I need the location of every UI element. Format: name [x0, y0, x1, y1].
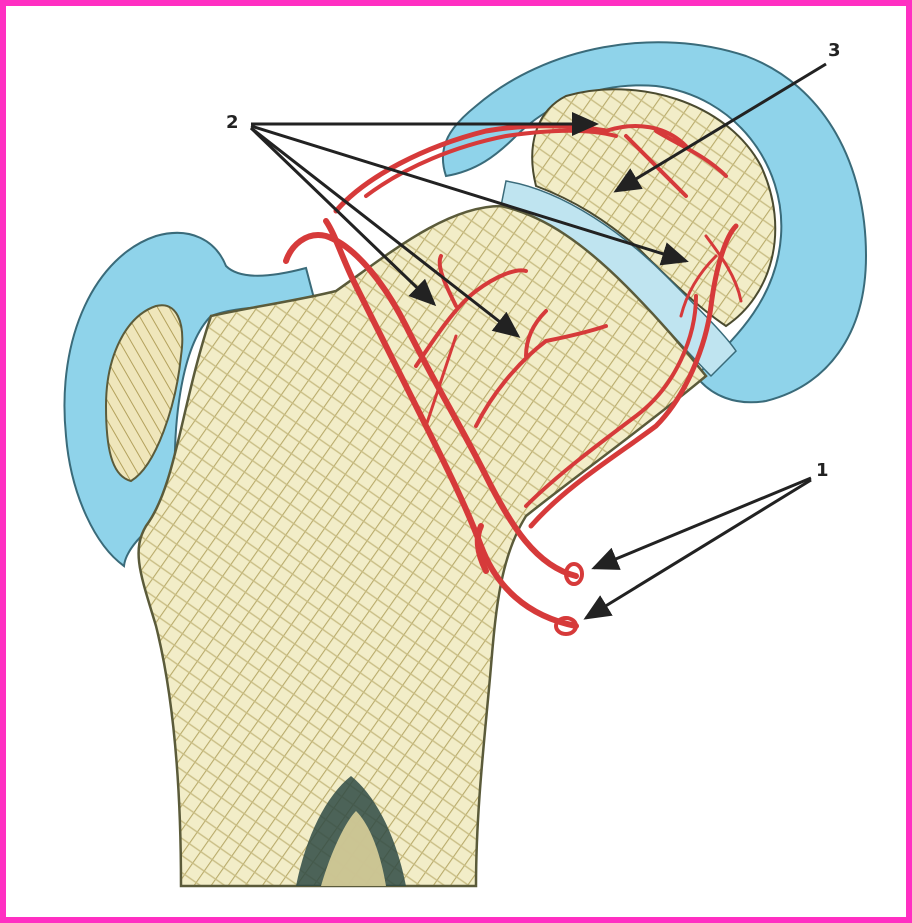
arrow-1-to-upper-vessel: [594, 478, 811, 568]
femur-blood-supply-diagram: 2 3 1: [6, 6, 906, 917]
arrow-1-to-lower-vessel: [586, 480, 811, 618]
label-1: 1: [816, 460, 829, 481]
label-3: 3: [828, 40, 841, 61]
label-2: 2: [226, 112, 239, 133]
